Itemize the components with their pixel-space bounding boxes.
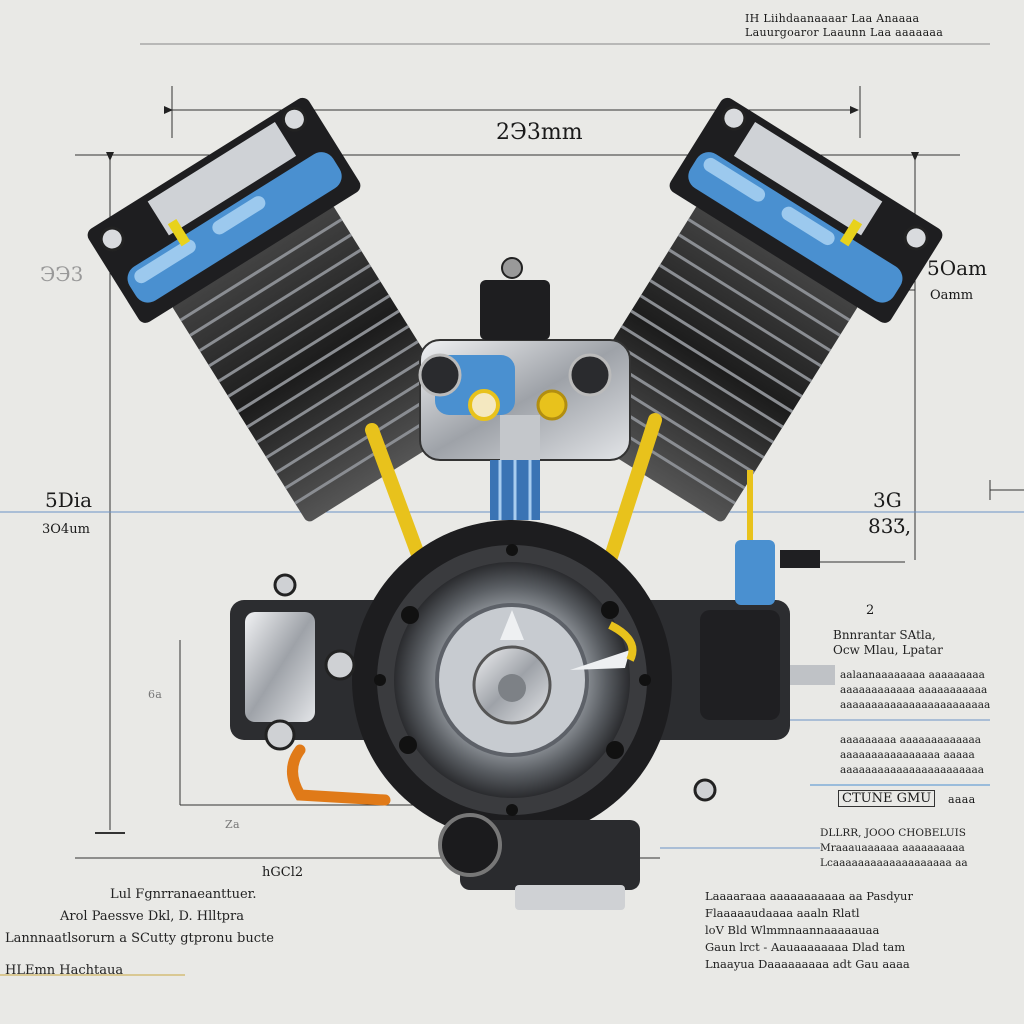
dim-right-mid-1: 3G xyxy=(873,488,902,512)
bottom-right-line-1: Laaaaraaa aaaaaaaaaaa aa Pasdyur xyxy=(705,889,913,903)
callout-line: aaaaaaaaaaaaaaaaaaaaaaa xyxy=(840,764,984,776)
dim-right-height-1: 5Oam xyxy=(927,256,988,280)
dim-right-index: 2 xyxy=(866,603,875,618)
callout-tail-line: Mraaauaaaaaa aaaaaaaaaa xyxy=(820,842,965,854)
bottom-right-line-2: Flaaaaaudaaaa aaaln Rlatl xyxy=(705,906,860,920)
dim-left-height-2: 3O4um xyxy=(42,522,90,537)
dim-right-height-2: Oamm xyxy=(930,288,974,303)
callout-heading-2: Ocw Mlau, Lpatar xyxy=(833,643,943,657)
callout-lines: aalaanaaaaaaaa aaaaaaaaa aaaaaaaaaaaa aa… xyxy=(840,668,1000,778)
callout-notes: Bnnrantar SAtla, Ocw Mlau, Lpatar xyxy=(833,628,993,658)
callout-tail-line: DLLRR, JOOO CHOBELUIS xyxy=(820,827,966,839)
bottom-left-line-3: Lannnaatlsorurn a SCutty gtpronu bucte xyxy=(5,931,274,946)
bottom-right-line-5: Lnaayua Daaaaaaaaa adt Gau aaaa xyxy=(705,957,910,971)
dim-small-left: 6a xyxy=(148,688,163,701)
dim-bottom-width: hGCl2 xyxy=(262,865,304,880)
dim-overall-width: 2Э3mm xyxy=(496,120,583,145)
callout-tail: DLLRR, JOOO CHOBELUIS Mraaauaaaaaa aaaaa… xyxy=(820,826,980,871)
callout-tail-line: Lcaaaaaaaaaaaaaaaaaaa aa xyxy=(820,857,968,869)
callout-label-box: CTUNE GMU xyxy=(838,790,936,807)
bottom-right-line-3: loV Bld Wlmmnaannaaaaauaa xyxy=(705,923,880,937)
bottom-left-line-1: Lul Fgnrranaeanttuer. xyxy=(110,887,257,902)
dim-left-height-1: 5Dia xyxy=(45,488,93,512)
dim-small-bottom: Za xyxy=(225,818,240,831)
callout-line: aalaanaaaaaaaa aaaaaaaaa xyxy=(840,669,985,681)
bottom-left-line-2: Arol Paessve Dkl, D. Hlltpra xyxy=(60,909,244,924)
bottom-left-line-4: HLEmn Hachtaua xyxy=(5,963,124,978)
bottom-right-line-4: Gaun lrct - Aauaaaaaaaa Dlad tam xyxy=(705,940,906,954)
callout-heading-1: Bnnrantar SAtla, xyxy=(833,628,936,642)
bottom-notes-right: Laaaaraaa aaaaaaaaaaa aa Pasdyur Flaaaaa… xyxy=(705,888,1005,973)
bottom-notes-left: Lul Fgnrranaeanttuer. Arol Paessve Dkl, … xyxy=(5,884,345,982)
callout-label-suffix: aaaa xyxy=(948,793,976,806)
callout-line: aaaaaaaaaaaaaaaa aaaaa xyxy=(840,749,975,761)
title-block-line-2: Lauurgoaror Laaunn Laa aaaaaaa xyxy=(745,26,944,39)
callout-line: aaaaaaaaa aaaaaaaaaaaaa xyxy=(840,734,982,746)
callout-line: aaaaaaaaaaaa aaaaaaaaaaa xyxy=(840,684,988,696)
dim-right-mid-2: 83Ʒ, xyxy=(868,514,912,538)
callout-line: aaaaaaaaaaaaaaaaaaaaaaaa xyxy=(840,699,991,711)
title-block-line-1: IH Liihdaanaaaar Laa Anaaaa xyxy=(745,12,920,25)
dim-left-mark: ЭЭ3 xyxy=(40,262,84,286)
